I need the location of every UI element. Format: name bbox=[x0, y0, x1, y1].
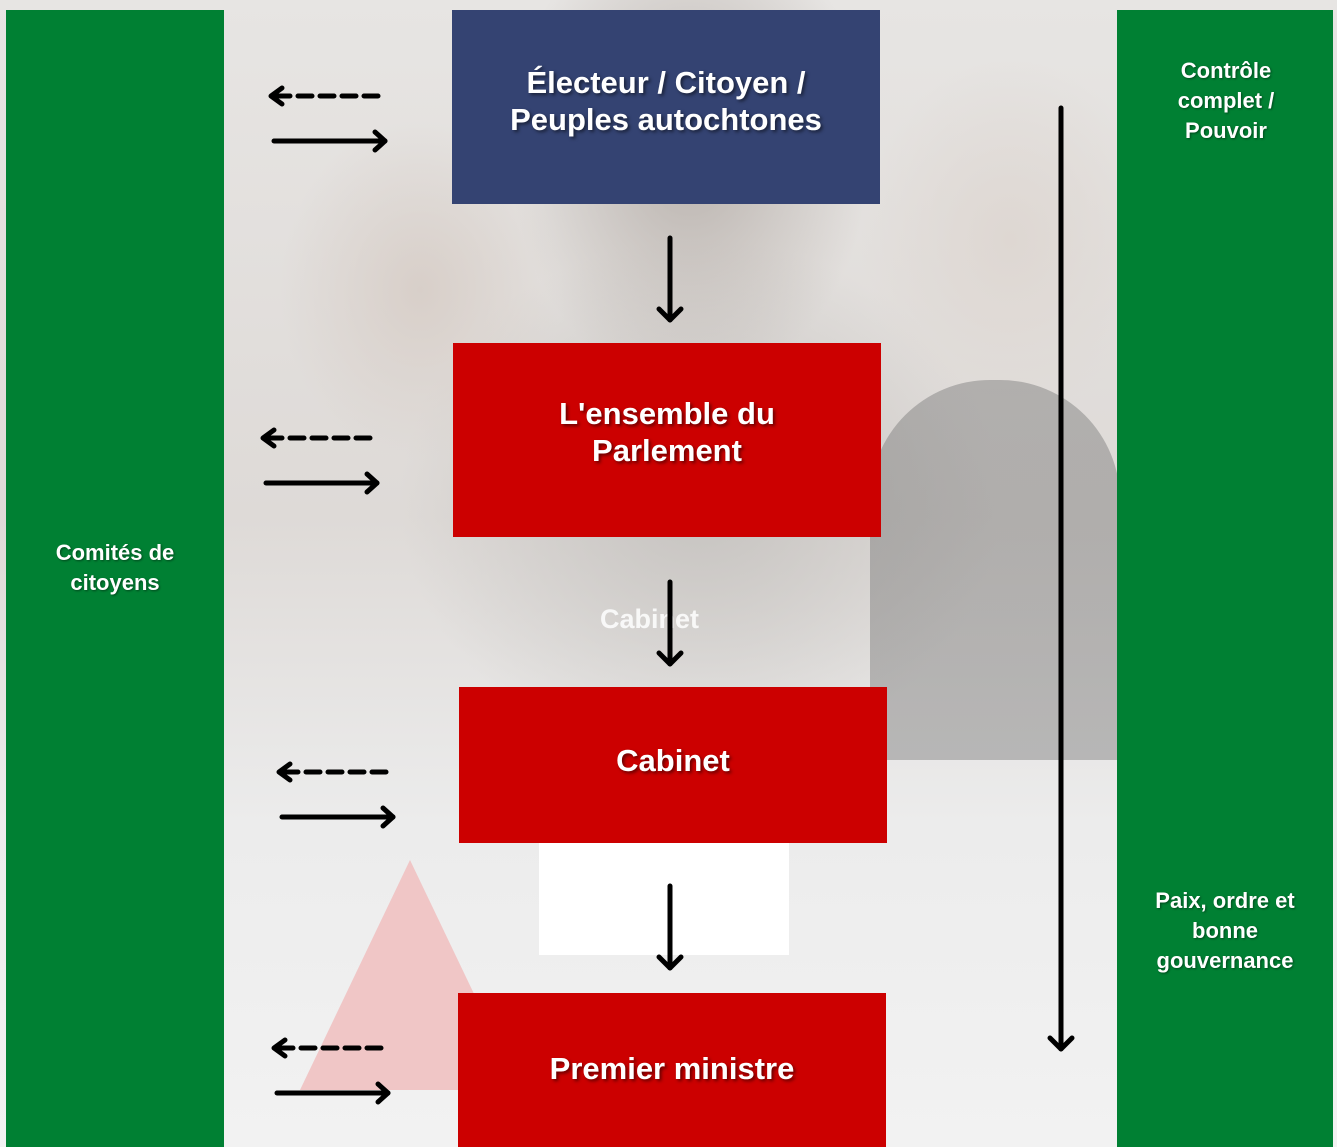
peace-order-label: Paix, ordre et bonne gouvernance bbox=[1155, 888, 1295, 973]
arrow-pair-prime-minister bbox=[271, 1037, 391, 1105]
arrow-down-cabinet-to-prime-minister bbox=[656, 883, 684, 971]
faded-cabinet-label: Cabinet bbox=[600, 604, 700, 634]
power-panel: Contrôle complet / Pouvoir Paix, ordre e… bbox=[1117, 10, 1333, 1147]
arrow-down-control-to-peace bbox=[1047, 105, 1075, 1052]
prime-minister-box: Premier ministre bbox=[458, 993, 886, 1147]
prime-minister-label: Premier ministre bbox=[549, 1050, 795, 1086]
parliament-box: L'ensemble du Parlement bbox=[453, 343, 881, 537]
elector-box: Électeur / Citoyen / Peuples autochtones bbox=[452, 10, 880, 204]
parliament-label: L'ensemble du Parlement bbox=[559, 396, 775, 468]
arrow-pair-cabinet bbox=[276, 761, 396, 829]
citizen-committees-panel: Comités de citoyens bbox=[6, 10, 224, 1147]
full-control-label: Contrôle complet / Pouvoir bbox=[1177, 58, 1275, 143]
cabinet-box: Cabinet bbox=[459, 687, 887, 843]
citizen-committees-label: Comités de citoyens bbox=[55, 540, 175, 595]
white-patch bbox=[539, 843, 789, 955]
arrow-down-parliament-to-cabinet bbox=[656, 579, 684, 667]
elector-label: Électeur / Citoyen / Peuples autochtones bbox=[510, 65, 822, 137]
arrow-down-elector-to-parliament bbox=[656, 235, 684, 323]
background-figure bbox=[870, 380, 1120, 760]
arrow-pair-parliament bbox=[260, 427, 380, 495]
cabinet-label: Cabinet bbox=[616, 742, 730, 778]
arrow-pair-elector bbox=[268, 85, 388, 153]
